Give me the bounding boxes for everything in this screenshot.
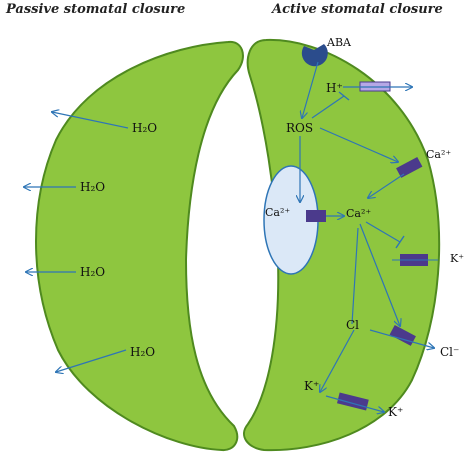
right-guard-cell (243, 38, 441, 452)
ca-k-inhibit-bar (395, 235, 405, 249)
left-guard-cell (35, 40, 244, 452)
water-outflow-group: H₂O H₂O H₂O H₂O (24, 112, 157, 372)
ca-to-k-out-line (351, 227, 359, 325)
ca-to-k-inhibit-line (365, 221, 401, 243)
ca-cytosol-label: Ca²⁺ (346, 207, 371, 220)
water-label-2: H₂O (80, 180, 105, 194)
aba-label: ABA (326, 36, 352, 49)
ca-influx-arrow (368, 173, 405, 198)
ros-to-ca-channel-arrow (319, 127, 398, 162)
cl-outside-label: Cl⁻ (440, 345, 459, 359)
ca-channel-membrane-icon (396, 156, 423, 178)
ca-external-label: Ca²⁺ (426, 148, 451, 161)
ca-channel-vacuole-icon (306, 210, 326, 222)
water-arrow-4 (56, 349, 127, 372)
proton-label: H⁺ (326, 81, 343, 95)
cl-efflux-arrow (369, 329, 434, 348)
water-label-3: H₂O (80, 265, 105, 279)
water-arrow-1 (52, 112, 129, 129)
ros-inhibits-pump (311, 95, 345, 119)
water-label-4: H₂O (130, 345, 155, 359)
aba-receptor-icon (301, 44, 328, 67)
k-bottom-in-label: K⁺ (304, 379, 319, 393)
ca-to-cl-channel-arrow (359, 223, 400, 326)
ros-inhibit-bar (338, 91, 350, 101)
water-label-1: H₂O (132, 121, 157, 135)
k-bottom-out-label: K⁺ (388, 405, 403, 419)
k-efflux-arrow (325, 395, 384, 412)
k-inside-label: K⁺ (450, 252, 464, 265)
aba-to-ros-arrow (302, 61, 319, 118)
ca-vacuole-label: Ca²⁺ (265, 206, 290, 219)
ros-label: ROS (286, 121, 313, 135)
cl-inside-label: Cl (346, 318, 359, 332)
k-efflux-down-arrow (320, 329, 355, 392)
active-closure-heading: Active stomatal closure (270, 2, 443, 17)
passive-closure-heading: Passive stomatal closure (5, 2, 185, 17)
